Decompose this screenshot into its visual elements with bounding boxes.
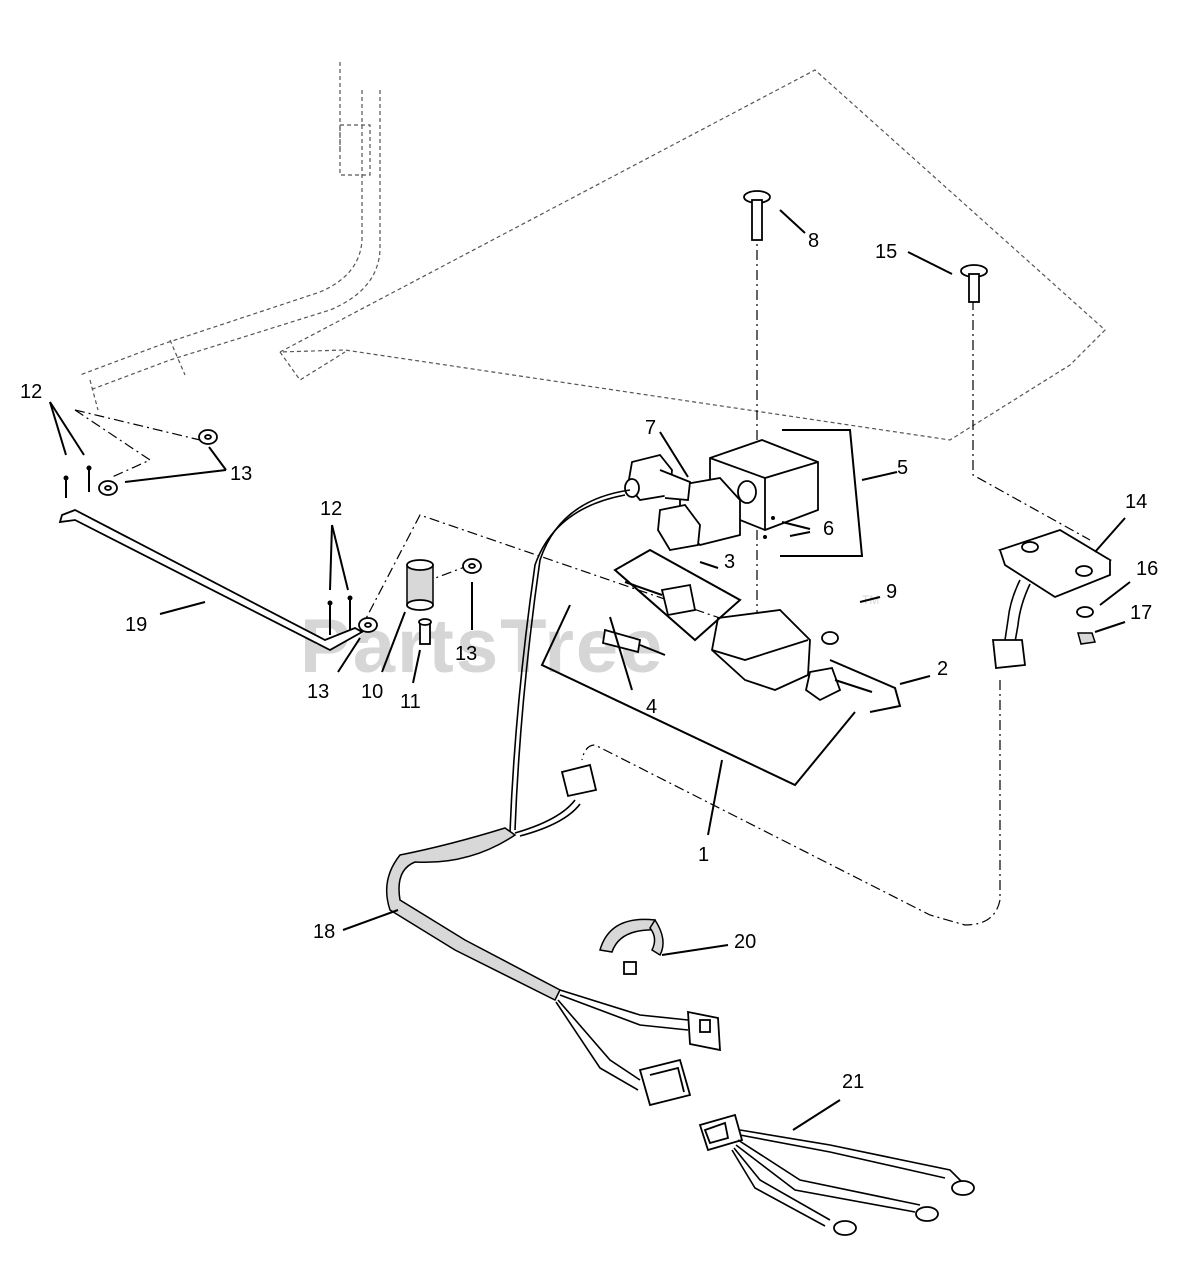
rod-19	[58, 509, 364, 652]
callout-14: 14	[1125, 491, 1147, 513]
assembly-lines	[74, 230, 1091, 926]
callout-18: 18	[313, 921, 335, 943]
callout-21: 21	[842, 1071, 864, 1093]
callout-labels: 12 13 12 19 13 10 11 13 8 15 7 5 6 3 9 2…	[20, 230, 1158, 1093]
callout-8: 8	[808, 230, 819, 252]
spacer-10	[406, 559, 434, 611]
callout-19: 19	[125, 614, 147, 636]
callout-13-lower: 13	[307, 681, 329, 703]
callout-5: 5	[897, 457, 908, 479]
callout-20: 20	[734, 931, 756, 953]
callout-11: 11	[400, 691, 421, 713]
callout-17: 17	[1130, 602, 1152, 624]
valve-block-5	[657, 439, 819, 551]
watermark-text: PartsTree	[300, 604, 664, 689]
callout-13-upper: 13	[230, 463, 252, 485]
connector-7	[624, 453, 691, 501]
bolt-15	[960, 264, 988, 303]
callout-12-center: 12	[320, 498, 342, 520]
ghost-frame	[79, 60, 1106, 441]
callout-15: 15	[875, 241, 897, 263]
hardware	[63, 429, 482, 635]
switch-assembly	[601, 581, 873, 702]
callout-2: 2	[937, 658, 948, 680]
adapter-harness-21	[698, 1113, 975, 1236]
wire-harness-18	[385, 489, 721, 1107]
leader-lines	[49, 209, 1131, 1131]
bolt-8	[743, 190, 771, 241]
callout-7: 7	[645, 417, 656, 439]
callout-16: 16	[1136, 558, 1158, 580]
bolt-11	[418, 618, 432, 645]
cable-tie-20	[599, 918, 664, 975]
callout-1: 1	[698, 844, 709, 866]
callout-6: 6	[823, 518, 834, 540]
callout-4: 4	[646, 696, 657, 718]
callout-13-right: 13	[455, 643, 477, 665]
callout-12-left: 12	[20, 381, 42, 403]
bracket-14	[991, 529, 1113, 669]
callout-9: 9	[886, 581, 897, 603]
callout-10: 10	[361, 681, 383, 703]
callout-3: 3	[724, 551, 735, 573]
